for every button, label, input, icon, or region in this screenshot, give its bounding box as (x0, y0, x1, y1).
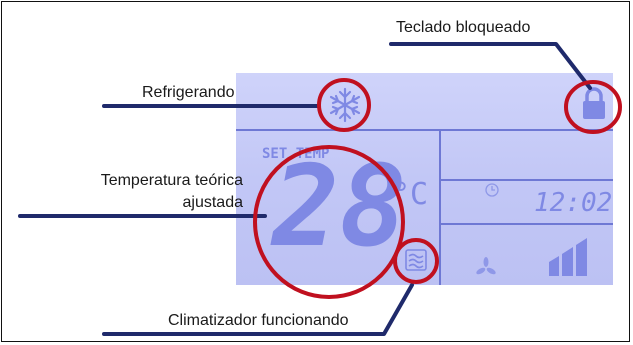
lock-icon (583, 87, 605, 119)
fan-icon (476, 257, 496, 275)
label-keypad-locked: Teclado bloqueado (396, 19, 531, 36)
lcd-divider-vertical (439, 129, 441, 285)
callout-line-unit (102, 283, 414, 336)
label-setpoint-line1: Temperatura teórica (100, 172, 243, 189)
label-setpoint-line2: ajustada (182, 194, 244, 211)
lcd-divider-clock-bottom (439, 223, 613, 225)
highlight-circle-snowflake (317, 78, 371, 132)
highlight-circle-airflow (393, 238, 439, 284)
callout-line-keypad (389, 42, 592, 90)
lcd-divider-horizontal (236, 129, 613, 131)
lcd-divider-clock-top (439, 179, 613, 181)
clock-readout: 12:02 (534, 188, 613, 218)
snowflake-icon (329, 87, 361, 123)
label-unit-running: Climatizador funcionando (168, 312, 349, 329)
highlight-circle-lock (564, 80, 622, 134)
label-cooling: Refrigerando (142, 84, 235, 101)
clock-icon (485, 183, 499, 197)
air-flow-icon (405, 249, 427, 271)
fan-speed-bars-icon (549, 238, 587, 276)
highlight-circle-temperature (253, 145, 405, 299)
